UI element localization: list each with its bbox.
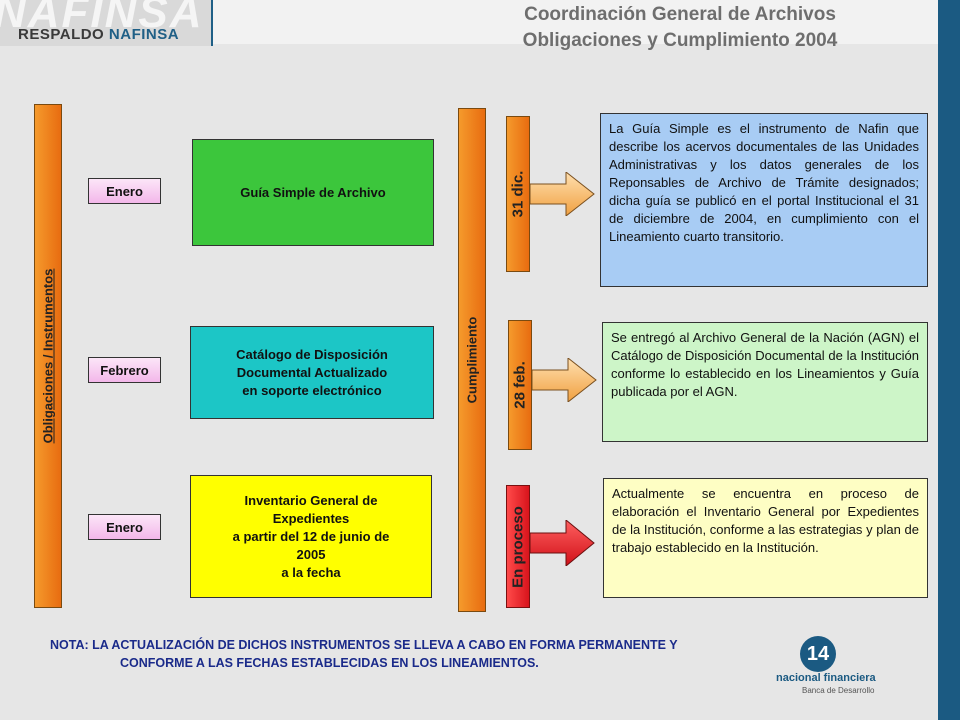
- instrument-inventario-line-3: a partir del 12 de junio de: [232, 528, 390, 544]
- instrument-inventario-line-2: Expedientes: [272, 510, 350, 526]
- month-label-febrero: Febrero: [88, 357, 161, 383]
- instrument-catalogo-line-3: en soporte electrónico: [242, 382, 382, 398]
- nafin-tagline: Banca de Desarrollo: [802, 686, 875, 695]
- instrument-catalogo: Catálogo de Disposición Documental Actua…: [190, 326, 434, 419]
- status-label-en-proceso: En proceso: [509, 505, 527, 588]
- instrument-inventario: Inventario General de Expedientes a part…: [190, 475, 432, 598]
- description-inventario: Actualmente se encuentra en proceso de e…: [603, 478, 928, 598]
- status-bar-31-dic: 31 dic.: [506, 116, 530, 272]
- instrument-catalogo-line-1: Catálogo de Disposición: [236, 346, 388, 362]
- instrument-inventario-line-1: Inventario General de: [244, 492, 378, 508]
- compliance-label: Cumplimiento: [464, 316, 480, 404]
- instrument-guia-simple-text: Guía Simple de Archivo: [240, 184, 386, 200]
- arrow-right-icon-1: [530, 172, 595, 216]
- footnote-line-2: CONFORME A LAS FECHAS ESTABLECIDAS EN LO…: [120, 656, 539, 670]
- description-guia-simple: La Guía Simple es el instrumento de Nafi…: [600, 113, 928, 287]
- obligations-bar: Obligaciones / Instrumentos: [34, 104, 62, 608]
- instrument-catalogo-line-2: Documental Actualizado: [236, 364, 388, 380]
- month-label-enero-1: Enero: [88, 178, 161, 204]
- compliance-bar: Cumplimiento: [458, 108, 486, 612]
- nafinsa-logo: NAFINSA RESPALDO NAFINSA: [0, 0, 213, 46]
- arrow-right-icon-3: [530, 520, 595, 566]
- title-line-1: Coordinación General de Archivos: [524, 4, 836, 25]
- status-bar-en-proceso: En proceso: [506, 485, 530, 608]
- instrument-guia-simple: Guía Simple de Archivo: [192, 139, 434, 246]
- obligations-label: Obligaciones / Instrumentos: [40, 268, 56, 444]
- status-bar-28-feb: 28 feb.: [508, 320, 532, 450]
- status-label-31-dic: 31 dic.: [509, 170, 527, 218]
- instrument-inventario-line-4: 2005: [296, 546, 326, 562]
- month-label-enero-2: Enero: [88, 514, 161, 540]
- status-label-28-feb: 28 feb.: [511, 361, 529, 409]
- footnote: NOTA: LA ACTUALIZACIÓN DE DICHOS INSTRUM…: [50, 636, 678, 672]
- page-title: Coordinación General de Archivos Obligac…: [430, 2, 930, 54]
- logo-watermark: NAFINSA: [0, 0, 204, 37]
- nafin-emblem-icon: 14: [800, 636, 836, 672]
- title-line-2: Obligaciones y Cumplimiento 2004: [522, 30, 838, 51]
- description-catalogo: Se entregó al Archivo General de la Naci…: [602, 322, 928, 442]
- instrument-inventario-line-5: a la fecha: [281, 564, 341, 580]
- logo-tagline: RESPALDO NAFINSA: [18, 26, 180, 43]
- right-accent-bar: [938, 0, 960, 720]
- footnote-line-1: NOTA: LA ACTUALIZACIÓN DE DICHOS INSTRUM…: [50, 638, 678, 652]
- nacional-financiera-logo: 14 nacional financiera Banca de Desarrol…: [776, 636, 916, 696]
- arrow-right-icon-2: [532, 358, 597, 402]
- nafin-name: nacional financiera: [776, 672, 876, 684]
